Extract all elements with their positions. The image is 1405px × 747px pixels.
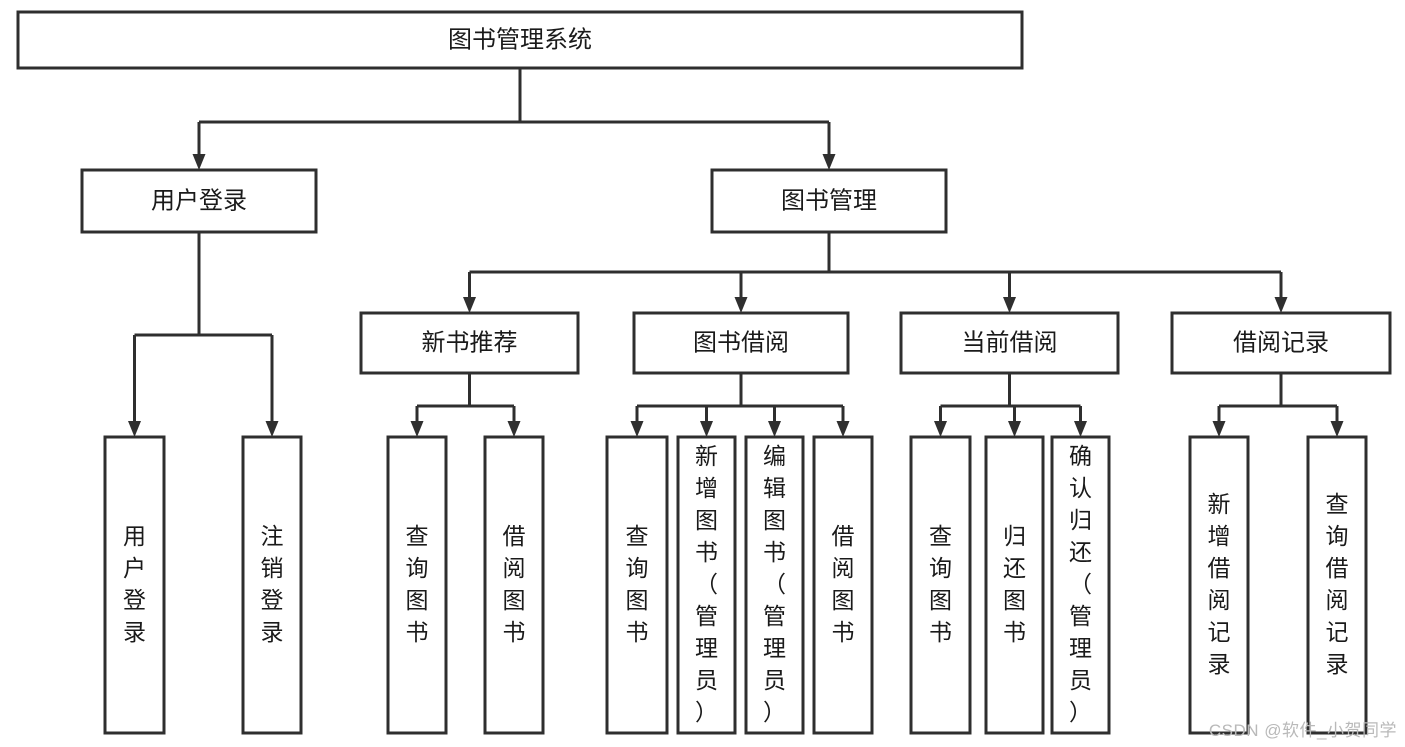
node-label-borrow-record: 借阅记录 [1233,329,1329,356]
node-current-borrow[interactable]: 当前借阅 [899,311,1120,375]
node-box-leaf-add-book [676,435,737,735]
node-label-leaf-query-book-3: 查询图书 [929,523,952,645]
node-label-leaf-borrow-book-2: 借阅图书 [832,523,855,645]
node-box-leaf-query-book-3 [909,435,972,735]
node-leaf-edit-book[interactable]: 编辑图书（管理员） [744,435,805,735]
node-user-login[interactable]: 用户登录 [80,168,318,234]
node-label-leaf-user-logout: 注销登录 [261,523,284,645]
node-label-leaf-edit-book: 编辑图书（管理员） [763,443,786,725]
node-label-leaf-return-book: 归还图书 [1003,523,1026,645]
node-box-root [16,10,1024,70]
node-label-root: 图书管理系统 [448,26,592,53]
node-box-leaf-edit-book [744,435,805,735]
node-leaf-query-record[interactable]: 查询借阅记录 [1306,435,1368,735]
node-box-leaf-confirm-return [1050,435,1111,735]
node-leaf-confirm-return[interactable]: 确认归还（管理员） [1050,435,1111,735]
node-leaf-user-login[interactable]: 用户登录 [103,435,166,735]
node-label-leaf-query-book-1: 查询图书 [406,523,429,645]
node-label-new-book-rec: 新书推荐 [422,329,518,356]
node-box-leaf-add-record [1188,435,1250,735]
node-label-leaf-query-record: 查询借阅记录 [1326,491,1349,677]
node-book-borrow[interactable]: 图书借阅 [632,311,850,375]
node-box-new-book-rec [359,311,580,375]
node-leaf-borrow-book-2[interactable]: 借阅图书 [812,435,874,735]
node-leaf-return-book[interactable]: 归还图书 [984,435,1045,735]
node-box-borrow-record [1170,311,1392,375]
node-label-leaf-user-login: 用户登录 [123,523,146,645]
node-box-leaf-user-logout [241,435,303,735]
node-box-book-borrow [632,311,850,375]
node-new-book-rec[interactable]: 新书推荐 [359,311,580,375]
node-box-leaf-borrow-book-1 [483,435,545,735]
node-root[interactable]: 图书管理系统 [16,10,1024,70]
node-box-leaf-query-book-2 [605,435,669,735]
watermark-label: CSDN @软件_小贺同学 [1208,721,1397,740]
node-box-current-borrow [899,311,1120,375]
node-label-leaf-confirm-return: 确认归还（管理员） [1069,443,1092,725]
node-leaf-borrow-book-1[interactable]: 借阅图书 [483,435,545,735]
node-leaf-add-record[interactable]: 新增借阅记录 [1188,435,1250,735]
node-label-user-login: 用户登录 [151,187,247,214]
node-box-leaf-query-record [1306,435,1368,735]
node-leaf-query-book-2[interactable]: 查询图书 [605,435,669,735]
node-leaf-query-book-3[interactable]: 查询图书 [909,435,972,735]
node-leaf-add-book[interactable]: 新增图书（管理员） [676,435,737,735]
node-label-leaf-query-book-2: 查询图书 [626,523,649,645]
node-label-leaf-borrow-book-1: 借阅图书 [503,523,526,645]
node-box-user-login [80,168,318,234]
node-borrow-record[interactable]: 借阅记录 [1170,311,1392,375]
node-box-leaf-borrow-book-2 [812,435,874,735]
node-leaf-query-book-1[interactable]: 查询图书 [386,435,448,735]
node-box-leaf-return-book [984,435,1045,735]
node-box-leaf-user-login [103,435,166,735]
node-label-book-manage: 图书管理 [781,187,877,214]
node-label-book-borrow: 图书借阅 [693,329,789,356]
node-box-leaf-query-book-1 [386,435,448,735]
node-label-current-borrow: 当前借阅 [962,329,1058,356]
node-leaf-user-logout[interactable]: 注销登录 [241,435,303,735]
node-box-book-manage [710,168,948,234]
node-label-leaf-add-book: 新增图书（管理员） [695,443,718,725]
node-book-manage[interactable]: 图书管理 [710,168,948,234]
node-label-leaf-add-record: 新增借阅记录 [1208,491,1231,677]
